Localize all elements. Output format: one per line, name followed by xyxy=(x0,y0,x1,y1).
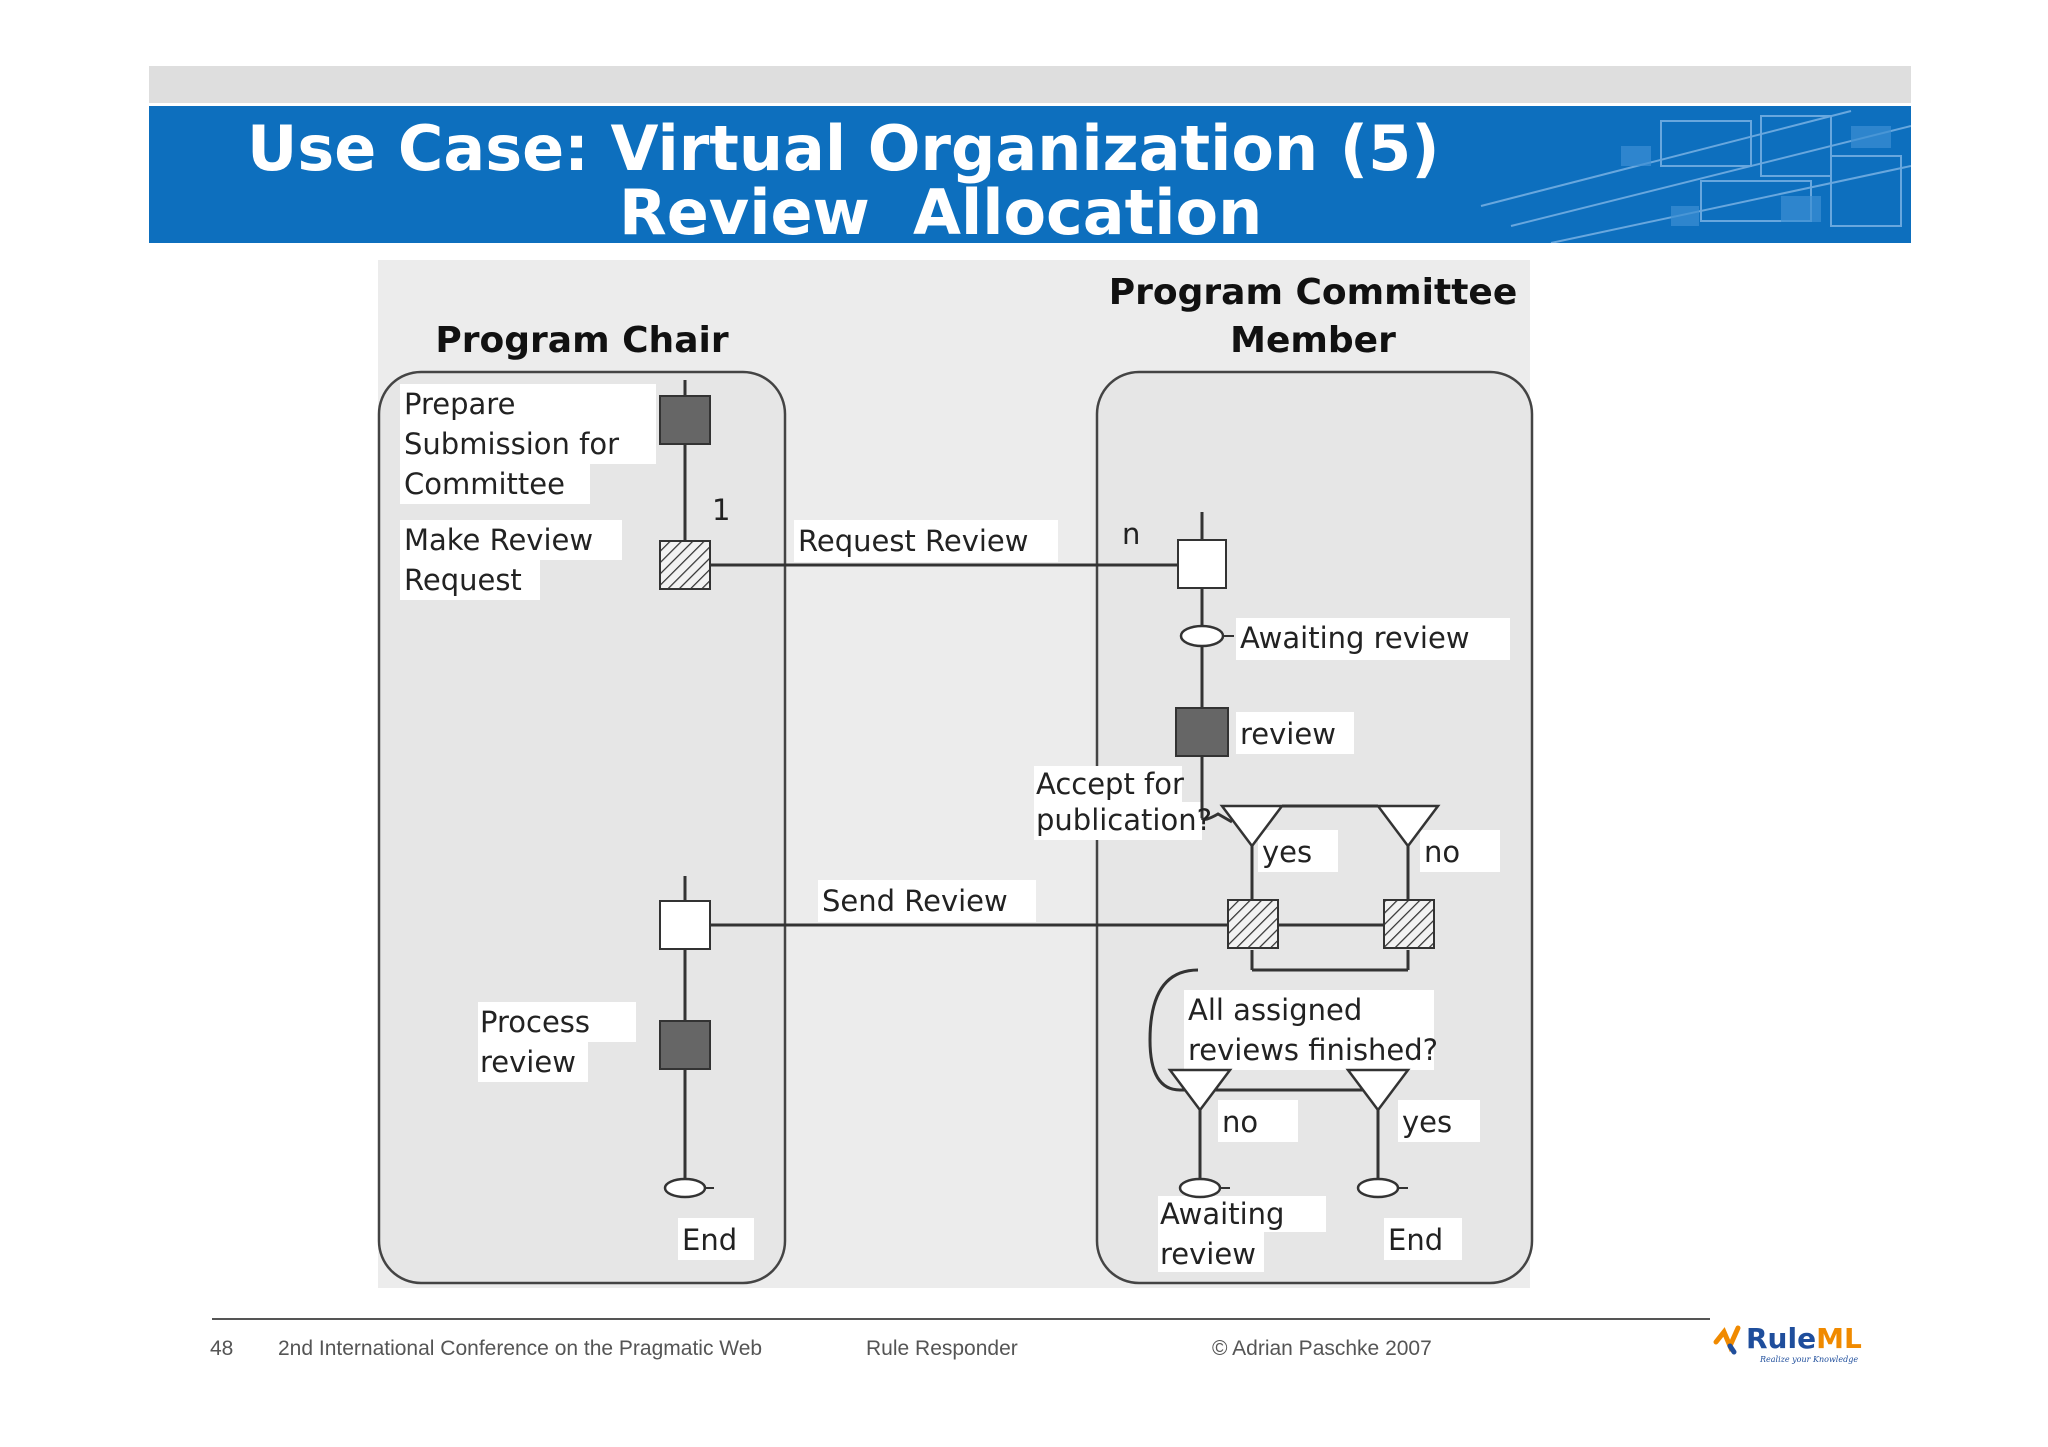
prepare-label-3: Committee xyxy=(404,467,565,501)
committee-heading-line2: Member xyxy=(1230,320,1396,361)
finished-yes-decision xyxy=(1345,1068,1411,1113)
slide-title-line2: Review Allocation xyxy=(619,176,1263,244)
footer-conference: 2nd International Conference on the Prag… xyxy=(278,1337,763,1360)
circuit-board-decoration xyxy=(1480,110,1911,243)
slide-title-line1: Use Case: Virtual Organization (5) xyxy=(247,112,1440,185)
awaiting-review-state xyxy=(1179,624,1225,648)
accept-yes-decision xyxy=(1219,804,1285,849)
finished-question-2: reviews finished? xyxy=(1188,1033,1438,1067)
svg-text:Realize your Knowledge: Realize your Knowledge xyxy=(1759,1355,1858,1364)
program-chair-heading: Program Chair xyxy=(435,320,728,361)
footer-divider xyxy=(212,1318,1710,1320)
process-label-1: Process xyxy=(480,1005,590,1039)
awaiting-review-2-label-1: Awaiting xyxy=(1160,1197,1284,1231)
footer-talk-title: Rule Responder xyxy=(866,1337,1018,1360)
multiplicity-n: n xyxy=(1122,517,1140,551)
footer-page-number: 48 xyxy=(210,1337,234,1360)
finished-question-1: All assigned xyxy=(1188,993,1362,1027)
accept-question-2: publication? xyxy=(1036,803,1212,837)
multiplicity-one: 1 xyxy=(712,493,730,527)
receive-request-box xyxy=(1177,539,1227,589)
right-end-label: End xyxy=(1388,1223,1443,1257)
title-bar: Use Case: Virtual Organization (5) Revie… xyxy=(149,106,1911,243)
receive-review-box xyxy=(659,900,711,950)
header-top-band xyxy=(149,66,1911,103)
make-request-send-box xyxy=(659,540,711,590)
accept-no-decision xyxy=(1375,804,1441,849)
make-request-label-2: Request xyxy=(404,563,522,597)
awaiting-review-label: Awaiting review xyxy=(1240,621,1470,655)
left-end-label: End xyxy=(682,1223,737,1257)
awaiting-review-state-2 xyxy=(1178,1177,1222,1199)
footer-copyright: © Adrian Paschke 2007 xyxy=(1212,1337,1432,1360)
send-review-yes-box xyxy=(1227,899,1279,949)
prepare-label-1: Prepare xyxy=(404,387,515,421)
accept-no-label: no xyxy=(1424,835,1460,869)
prepare-activity-box xyxy=(659,395,711,445)
send-review-no-box xyxy=(1383,899,1435,949)
ruleml-logo: RuleML Realize your Knowledge xyxy=(1713,1322,1862,1364)
committee-heading-line1: Program Committee xyxy=(1109,272,1518,313)
review-activity-box xyxy=(1175,707,1229,757)
request-review-message: Request Review xyxy=(798,524,1029,558)
process-label-2: review xyxy=(480,1045,576,1079)
make-request-label-1: Make Review xyxy=(404,523,593,557)
send-review-message: Send Review xyxy=(822,884,1008,918)
prepare-label-2: Submission for xyxy=(404,427,619,461)
svg-text:RuleML: RuleML xyxy=(1746,1322,1862,1355)
review-label: review xyxy=(1240,717,1336,751)
finished-no-label: no xyxy=(1222,1105,1258,1139)
accept-yes-label: yes xyxy=(1262,835,1312,869)
finished-yes-label: yes xyxy=(1402,1105,1452,1139)
awaiting-review-2-label-2: review xyxy=(1160,1237,1256,1271)
right-end-state xyxy=(1356,1177,1400,1199)
accept-question-1: Accept for xyxy=(1036,767,1184,801)
process-review-box xyxy=(659,1020,711,1070)
finished-no-decision xyxy=(1167,1068,1233,1113)
left-end-state xyxy=(663,1177,707,1199)
